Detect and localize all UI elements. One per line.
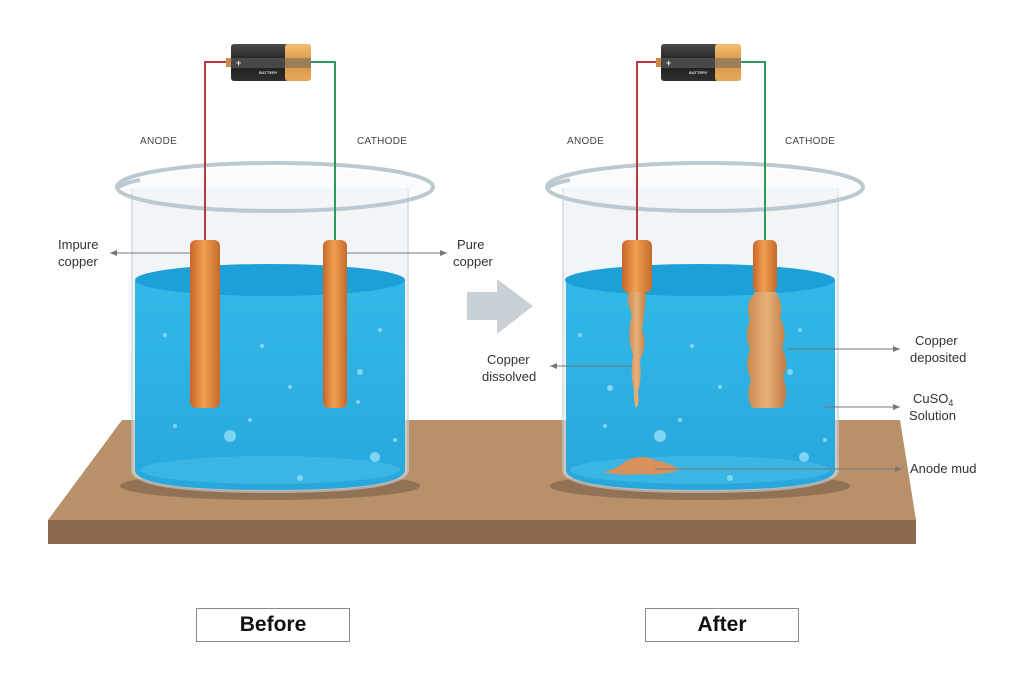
svg-text:+: + <box>666 58 671 68</box>
cuso4-solution-callout: CuSO4 <box>913 391 953 408</box>
svg-text:dissolved: dissolved <box>482 369 536 384</box>
anode-after <box>622 240 652 292</box>
before-caption: Before <box>196 608 350 642</box>
copper-deposited-callout: Copper <box>915 333 958 348</box>
before-setup: + BATTERY ANODE CATHODE Impure copper Pu… <box>58 44 493 500</box>
battery-before: + BATTERY <box>226 44 311 81</box>
svg-text:deposited: deposited <box>910 350 966 365</box>
cathode-pure-copper <box>323 240 347 408</box>
svg-text:BATTERY: BATTERY <box>259 70 278 75</box>
cathode-label: CATHODE <box>357 136 407 147</box>
anode-mud <box>603 456 680 475</box>
battery-after: + BATTERY <box>656 44 741 81</box>
svg-text:+: + <box>236 58 241 68</box>
solution-surface-before <box>135 264 405 296</box>
deposited-cathode <box>747 292 787 408</box>
svg-text:Solution: Solution <box>909 408 956 423</box>
anode-mud-callout: Anode mud <box>910 461 977 476</box>
impure-copper-callout: Impure <box>58 237 98 252</box>
after-setup: + BATTERY ANODE CATHODE Copper dissolved… <box>482 44 977 500</box>
anode-impure-copper <box>190 240 220 408</box>
anode-wire <box>204 61 230 240</box>
solution-surface-after <box>565 264 835 296</box>
transition-arrow <box>467 279 533 334</box>
svg-text:copper: copper <box>58 254 98 269</box>
dissolved-anode <box>627 292 646 408</box>
copper-dissolved-callout: Copper <box>487 352 530 367</box>
anode-label: ANODE <box>140 136 177 147</box>
cathode-after <box>753 240 777 292</box>
pure-copper-callout: Pure <box>457 237 484 252</box>
cathode-wire <box>310 61 336 240</box>
cathode-label-after: CATHODE <box>785 136 835 147</box>
svg-text:BATTERY: BATTERY <box>689 70 708 75</box>
anode-label-after: ANODE <box>567 136 604 147</box>
after-caption: After <box>645 608 799 642</box>
svg-text:copper: copper <box>453 254 493 269</box>
